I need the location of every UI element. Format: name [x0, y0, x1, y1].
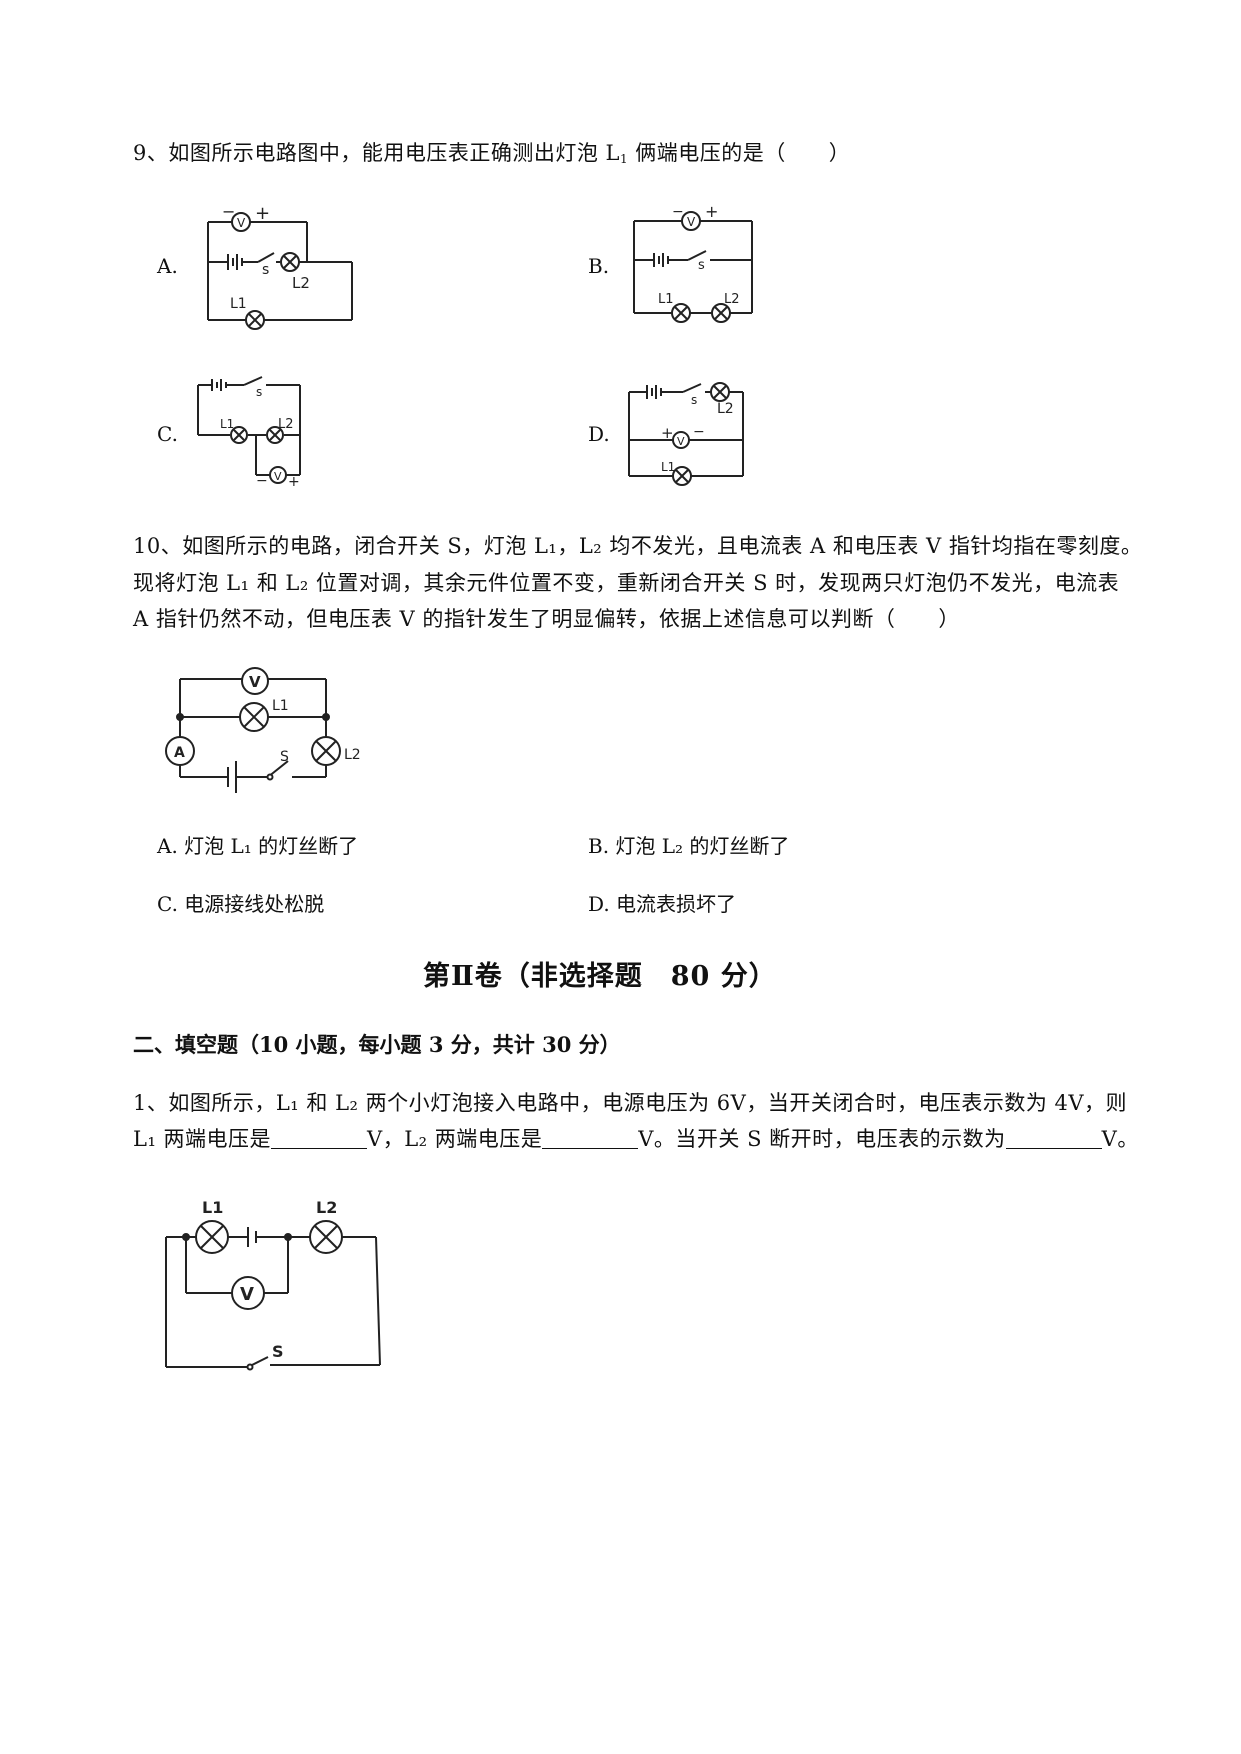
q10-line-3: A 指针仍然不动，但电压表 V 的指针发生了明显偏转，依据上述信息可以判断（ ） [133, 607, 960, 631]
voltmeter-label: V [274, 470, 282, 483]
plus-label: + [255, 203, 270, 224]
minus-label: − [222, 202, 235, 221]
fill1-circuit: L1 L2 V S [165, 1198, 381, 1371]
fill1-line-2: L₁ 两端电压是 V，L₂ 两端电压是 V。当开关 S 断开时，电压表的示数为 V。 [133, 1124, 1139, 1154]
switch-label: s [262, 262, 269, 278]
minus-label: − [693, 424, 705, 440]
q10-option-d[interactable]: D. 电流表损坏了 [588, 892, 737, 916]
lamp1-label: L1 [272, 698, 289, 714]
lamp2-label: L2 [292, 274, 310, 292]
q9-option-d[interactable]: D. [588, 422, 610, 446]
switch-label: S [272, 1342, 284, 1361]
q10-line-1: 10、如图所示的电路，闭合开关 S，灯泡 L₁，L₂ 均不发光，且电流表 A 和… [133, 534, 1143, 558]
fill1-text-1: L₁ 两端电压是 [133, 1127, 272, 1151]
q10-option-c[interactable]: C. 电源接线处松脱 [157, 892, 325, 916]
q9-stem: 9、如图所示电路图中，能用电压表正确测出灯泡 L1 俩端电压的是（ ） [133, 138, 850, 168]
answer-blank-3[interactable] [1005, 1128, 1102, 1149]
lamp2-label: L2 [278, 417, 294, 432]
switch-label: S [280, 749, 289, 765]
lamp1-label: L1 [230, 296, 247, 312]
answer-blank-2[interactable] [542, 1128, 639, 1149]
q9-circuit-c: s L1 L2 V − + [197, 376, 301, 490]
minus-label: − [256, 473, 268, 489]
q10-line-2: 现将灯泡 L₁ 和 L₂ 位置对调，其余元件位置不变，重新闭合开关 S 时，发现… [133, 571, 1120, 595]
q10-option-a[interactable]: A. 灯泡 L₁ 的灯丝断了 [157, 834, 359, 858]
voltmeter-label: V [249, 673, 261, 691]
switch-label: s [698, 258, 705, 273]
q9-stem-text: 9、如图所示电路图中，能用电压表正确测出灯泡 L [133, 141, 620, 165]
lamp2-label: L2 [724, 292, 740, 307]
q10-circuit: V L1 A L2 S [165, 667, 361, 793]
q9-circuit-b: V − + s L1 L2 [633, 202, 753, 323]
q9-stem-tail: 俩端电压的是（ ） [628, 141, 851, 165]
lamp1-label: L1 [661, 460, 675, 474]
q9-circuit-d: s L2 V + − L1 [628, 382, 744, 486]
voltmeter-label: V [240, 1284, 254, 1305]
q9-circuit-a: V − + s L2 L1 [207, 202, 353, 330]
voltmeter-label: V [687, 215, 696, 229]
lamp2-label: L2 [316, 1198, 337, 1217]
q9-option-a[interactable]: A. [157, 254, 178, 278]
fill1-text-2: V，L₂ 两端电压是 [367, 1127, 543, 1151]
section-title: 第Ⅱ卷（非选择题 80 分） [423, 961, 777, 992]
fill1-text-4: V。 [1101, 1127, 1139, 1151]
answer-blank-1[interactable] [271, 1128, 368, 1149]
fill1-line-1: 1、如图所示，L₁ 和 L₂ 两个小灯泡接入电路中，电源电压为 6V，当开关闭合… [133, 1091, 1128, 1115]
plus-label: + [288, 474, 300, 490]
ammeter-label: A [174, 745, 185, 761]
voltmeter-label: V [237, 216, 246, 230]
switch-label: s [256, 385, 262, 399]
lamp2-label: L2 [344, 747, 361, 763]
plus-label: + [661, 424, 674, 442]
fill1-text-3: V。当开关 S 断开时，电压表的示数为 [638, 1127, 1006, 1151]
q9-option-c[interactable]: C. [157, 422, 178, 446]
lamp1-label: L1 [658, 292, 674, 307]
section-subtitle: 二、填空题（10 小题，每小题 3 分，共计 30 分） [133, 1032, 621, 1057]
minus-label: − [672, 204, 684, 220]
lamp2-label: L2 [717, 401, 734, 417]
lamp1-label: L1 [220, 417, 234, 431]
q10-option-b[interactable]: B. 灯泡 L₂ 的灯丝断了 [588, 834, 790, 858]
voltmeter-label: V [677, 435, 685, 448]
lamp1-label: L1 [202, 1198, 223, 1217]
q9-option-b[interactable]: B. [588, 254, 610, 278]
switch-label: s [691, 393, 697, 407]
q9-stem-subscript: 1 [619, 152, 629, 166]
plus-label: + [705, 202, 718, 221]
